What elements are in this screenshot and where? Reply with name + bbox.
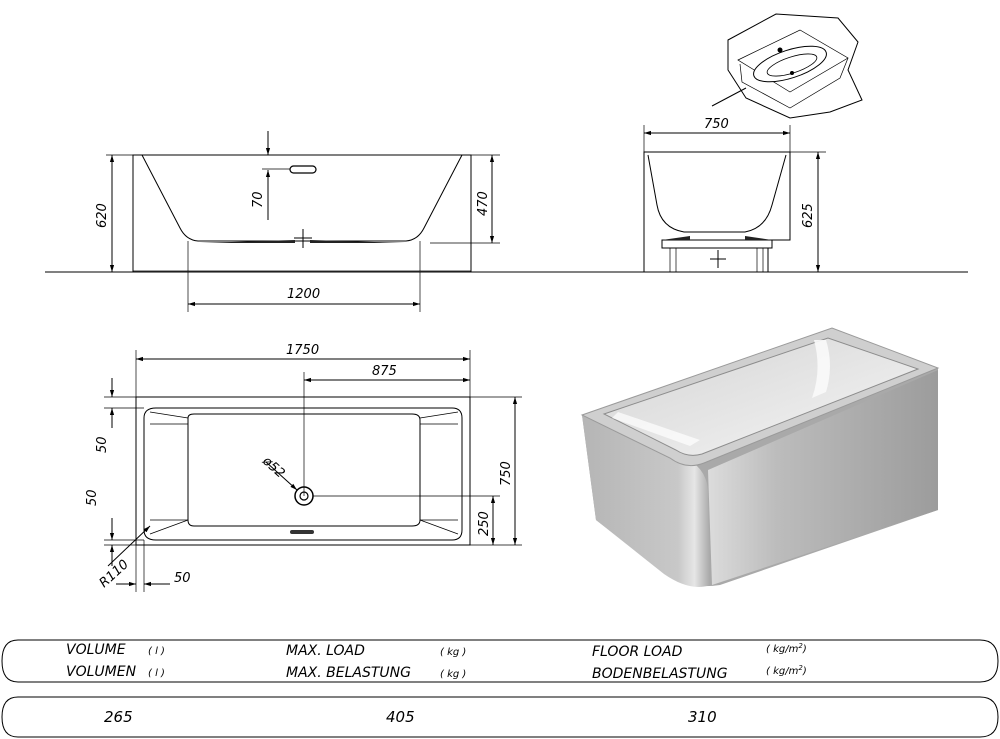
side-tub-outline [643,151,791,272]
front-tub-outline [132,154,472,272]
dim-side-height: 625 [801,203,816,228]
unit-load-de: ( kg ) [440,669,466,680]
side-basin-profile [647,154,787,233]
dim-rim-height: 470 [476,191,491,216]
dim-drain-offset: 250 [477,511,492,536]
dim-top-width: 750 [499,461,514,486]
label-floor-de: BODENBELASTUNG [592,666,728,682]
value-floor: 310 [688,708,717,726]
dim-corner-radius: R110 [97,557,132,591]
dim-rim-bottom: 50 [85,489,100,506]
installation-thumbnail [711,13,863,119]
label-volume-en: VOLUME [66,642,126,658]
dim-rim-side: 50 [174,571,191,586]
dim-side-width: 750 [704,117,729,132]
top-rim [143,407,463,541]
unit-floor-en: ( kg/m2) [766,642,807,655]
dim-inner-length: 1200 [287,287,320,302]
front-view: 70 620 470 1200 [45,131,968,312]
value-load: 405 [386,708,415,726]
dim-half-length: 875 [372,364,397,379]
label-volume-de: VOLUMEN [66,664,137,680]
unit-volume-de: ( l ) [148,668,165,679]
spec-value-row [1,696,999,738]
side-view: 750 625 [643,117,826,272]
bathtub-render [580,327,940,587]
dim-rim-top: 50 [95,436,110,453]
tub-basin-interior [602,337,920,456]
label-load-de: MAX. BELASTUNG [286,665,411,681]
label-floor-en: FLOOR LOAD [592,644,683,660]
unit-volume-en: ( l ) [148,646,165,657]
spec-header-row [1,639,999,683]
unit-floor-de: ( kg/m2) [766,664,807,677]
front-basin-profile [141,154,463,242]
dim-total-length: 1750 [286,343,319,358]
unit-load-en: ( kg ) [440,647,466,658]
label-load-en: MAX. LOAD [286,643,365,659]
dim-front-height: 620 [95,203,110,228]
spec-table: VOLUME VOLUMEN ( l ) ( l ) MAX. LOAD MAX… [1,639,999,738]
top-tub-outline [135,396,471,546]
dim-overflow-offset: 70 [251,191,266,208]
value-volume: 265 [104,708,133,726]
tub-end-face [708,370,938,585]
top-view: ø52 1750 875 750 250 50 50 [85,343,522,592]
overflow-icon [289,165,317,174]
